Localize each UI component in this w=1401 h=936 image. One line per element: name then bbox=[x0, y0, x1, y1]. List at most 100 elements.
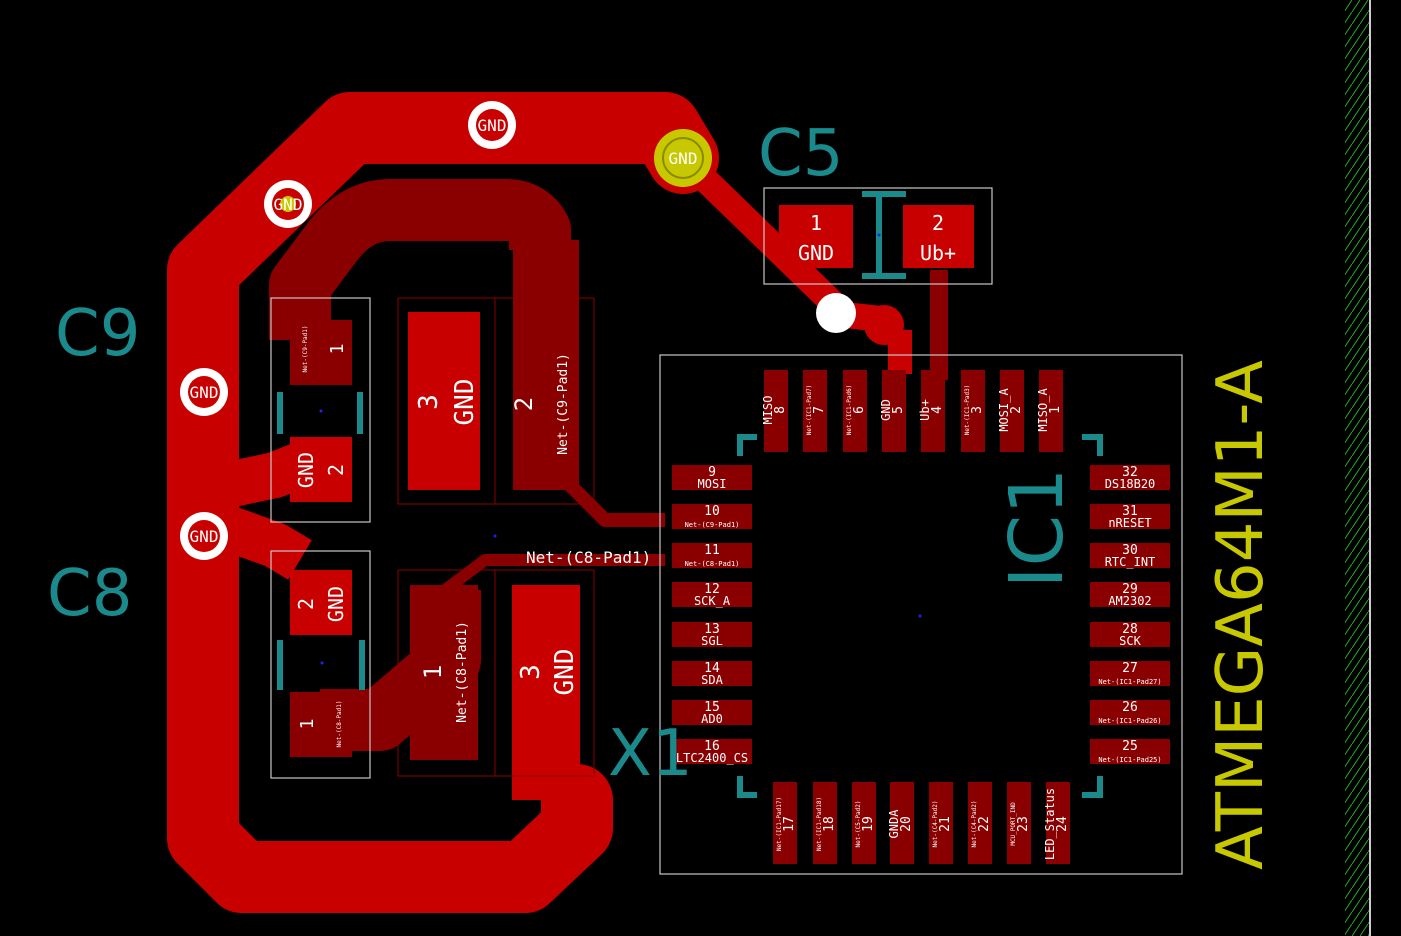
x1-footprint[interactable]: 3 GND 2 Net-(C9-Pad1) 1 Net-(C8-Pad1) 3 … bbox=[414, 353, 580, 723]
via-4-net: GND bbox=[190, 527, 219, 546]
ic1-pin-net: GNDA bbox=[887, 809, 901, 839]
ic1-pin-net: AD0 bbox=[701, 712, 723, 726]
ic1-pin-net: Net-(IC1-Pad3) bbox=[964, 385, 971, 436]
ic1-pin-number: 1 bbox=[1048, 406, 1063, 414]
gnd-copper-ring[interactable] bbox=[167, 92, 912, 913]
ub-plus-trace[interactable] bbox=[930, 270, 948, 380]
ic1-pin-net: Net-(IC1-Pad25) bbox=[1098, 756, 1161, 764]
ic1-pin-number: 13 bbox=[704, 622, 720, 637]
ic1-pin-number: 24 bbox=[1055, 816, 1070, 832]
ic1-pin-net: Ub+ bbox=[918, 399, 932, 421]
c8-footprint[interactable]: 2 GND 1 Net-(C8-Pad1) bbox=[290, 570, 352, 757]
c5-pad-1-number: 1 bbox=[810, 211, 822, 235]
c9-footprint[interactable]: 1 Net-(C9-Pad1) 2 GND bbox=[290, 320, 352, 502]
c9-pad-2-net: GND bbox=[294, 452, 318, 488]
c5-pad-1[interactable] bbox=[779, 205, 853, 268]
ic1-pin-net: SDA bbox=[701, 673, 723, 687]
ic1-pin-net: Net-(C8-Pad1) bbox=[685, 560, 740, 568]
c8-pad-2-net: GND bbox=[324, 586, 348, 622]
ic1-pin-number: 31 bbox=[1122, 504, 1138, 519]
via-1[interactable]: GND bbox=[468, 101, 516, 149]
x1-pad-2-number: 2 bbox=[510, 397, 538, 411]
x1-pad-1-number: 1 bbox=[419, 665, 447, 679]
c8-pad-1-number: 1 bbox=[297, 719, 318, 730]
ic1-pin-number: 17 bbox=[782, 816, 797, 832]
c8-pad-2[interactable] bbox=[290, 570, 352, 635]
via-4[interactable]: GND bbox=[180, 512, 228, 560]
ic1-pin-number: 21 bbox=[938, 816, 953, 832]
anchor-markers bbox=[319, 233, 922, 665]
ic1-pin-net: Net-(IC1-Pad6) bbox=[846, 385, 853, 436]
ic1-pin-net: Net-(IC1-Pad26) bbox=[1098, 717, 1161, 725]
mounting-hole[interactable] bbox=[816, 293, 856, 333]
ic1-pin-4[interactable]: 4Ub+ bbox=[918, 370, 945, 452]
c9-pad-1[interactable] bbox=[290, 320, 352, 385]
ic1-value: ATMEGA64M1-A bbox=[1204, 360, 1278, 870]
c9-pad-1-number: 1 bbox=[327, 344, 348, 355]
c8-pad-1[interactable] bbox=[290, 692, 352, 757]
c9-pad-2[interactable] bbox=[290, 437, 352, 502]
ic1-pin-net: Net-(C9-Pad1) bbox=[685, 521, 740, 529]
via-3[interactable]: GND bbox=[180, 368, 228, 416]
ic1-pin-number: 12 bbox=[704, 582, 720, 597]
ic1-pin-net: MOSI_A bbox=[997, 388, 1011, 432]
x1-pad-3-top-net: GND bbox=[450, 379, 480, 426]
ic1-pin-number: 20 bbox=[899, 816, 914, 832]
via-5-highlighted[interactable]: GND bbox=[654, 129, 712, 187]
ic1-pin-net: GND bbox=[879, 399, 893, 421]
ic1-reference: IC1 bbox=[994, 468, 1080, 589]
c5-pad-2[interactable] bbox=[903, 205, 974, 268]
capacitor-silk-marks bbox=[277, 191, 906, 690]
ic1-pin-number: 3 bbox=[970, 406, 985, 414]
c8-pad-2-number: 2 bbox=[294, 598, 318, 610]
via-1-net: GND bbox=[478, 116, 507, 135]
ic1-pin-number: 26 bbox=[1122, 700, 1138, 715]
c9-net-trace[interactable] bbox=[269, 179, 665, 527]
c5-footprint[interactable]: 1 GND 2 Ub+ bbox=[779, 205, 974, 268]
via-5-net: GND bbox=[669, 149, 698, 168]
ic1-pin-net: Net-(C4-Pad2) bbox=[932, 801, 939, 848]
ic1-pin-net: SCK_A bbox=[694, 594, 731, 608]
c9-pad-2-number: 2 bbox=[324, 464, 348, 476]
via-2[interactable]: GND bbox=[264, 180, 312, 228]
c8-net-trace-label: Net-(C8-Pad1) bbox=[526, 548, 651, 567]
ic1-pin-number: 27 bbox=[1122, 661, 1138, 676]
ic1-pin-net: MISO_A bbox=[1036, 388, 1050, 432]
ic1-pin-number: 11 bbox=[704, 543, 720, 558]
ic1-pin-number: 10 bbox=[704, 504, 720, 519]
ic1-pin-net: Net-(IC1-Pad18) bbox=[816, 797, 823, 851]
